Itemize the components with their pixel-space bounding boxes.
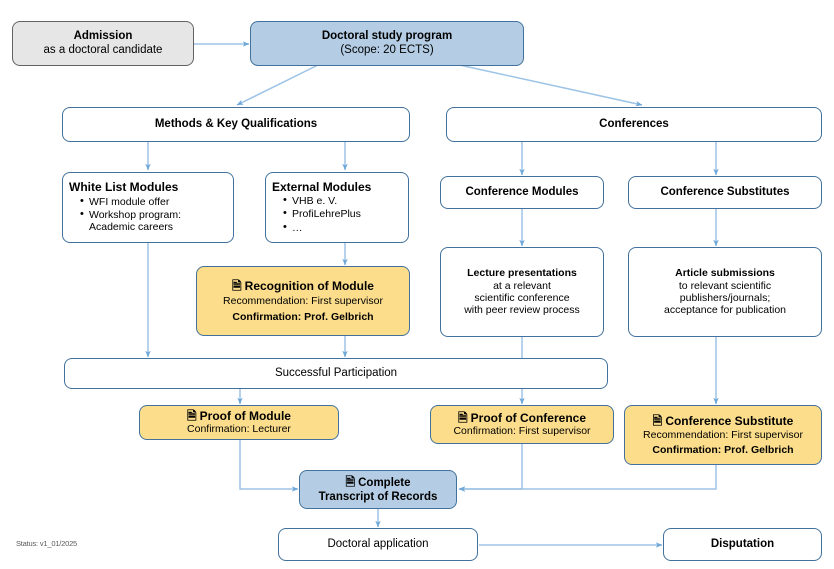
- list-item: …: [283, 221, 361, 235]
- proof-conference-confirmation: Confirmation: First supervisor: [453, 425, 591, 438]
- node-conference-substitute[interactable]: 🗎Conference Substitute Recommendation: F…: [624, 405, 822, 465]
- proof-conference-heading: 🗎Proof of Conference: [458, 411, 586, 425]
- node-doctoral-application[interactable]: Doctoral application: [278, 528, 478, 561]
- external-modules-bullets: VHB e. V. ProfiLehrePlus …: [272, 194, 361, 235]
- recognition-heading: 🗎Recognition of Module: [232, 279, 374, 293]
- admission-title: Admission: [73, 29, 133, 42]
- transcript-subtitle: Transcript of Records: [318, 490, 438, 503]
- wire-proofconf-to-transcript: [458, 444, 523, 492]
- wire-program-to-conferences: [454, 63, 643, 107]
- document-icon: 🗎: [187, 409, 197, 424]
- node-successful-participation[interactable]: Successful Participation: [64, 358, 608, 389]
- article-line-1: to relevant scientific: [678, 279, 772, 292]
- white-list-title: White List Modules: [69, 180, 179, 195]
- doctoral-application-title: Doctoral application: [327, 537, 429, 550]
- node-proof-of-conference[interactable]: 🗎Proof of Conference Confirmation: First…: [430, 405, 614, 444]
- recognition-confirmation: Confirmation: Prof. Gelbrich: [232, 311, 374, 324]
- document-icon: 🗎: [458, 411, 468, 426]
- doctoral-program-subtitle: (Scope: 20 ECTS): [340, 43, 434, 56]
- node-admission[interactable]: Admission as a doctoral candidate: [12, 21, 194, 66]
- disputation-title: Disputation: [710, 537, 775, 550]
- lecture-title: Lecture presentations: [467, 267, 577, 280]
- transcript-title: Complete: [358, 476, 411, 489]
- node-conference-substitutes[interactable]: Conference Substitutes: [628, 176, 822, 209]
- external-modules-title: External Modules: [272, 179, 372, 194]
- wire-confsub-to-transcript: [458, 464, 717, 492]
- proof-module-title: Proof of Module: [199, 409, 291, 424]
- methods-title: Methods & Key Qualifications: [154, 117, 318, 130]
- wire-proofmodule-to-transcript: [239, 440, 299, 492]
- lecture-line-1: at a relevant: [493, 279, 551, 292]
- document-icon: 🗎: [232, 278, 242, 293]
- node-white-list-modules[interactable]: White List Modules WFI module offer Work…: [62, 172, 234, 243]
- recognition-title: Recognition of Module: [244, 278, 374, 293]
- node-recognition-of-module[interactable]: 🗎Recognition of Module Recommendation: F…: [196, 266, 410, 336]
- lecture-line-3: with peer review process: [464, 304, 580, 317]
- node-conferences[interactable]: Conferences: [446, 107, 822, 142]
- node-article-submissions[interactable]: Article submissions to relevant scientif…: [628, 247, 822, 337]
- node-complete-transcript[interactable]: 🗎Complete Transcript of Records: [299, 470, 457, 509]
- document-icon: 🗎: [345, 474, 356, 489]
- conferences-title: Conferences: [599, 117, 669, 130]
- node-conference-modules[interactable]: Conference Modules: [440, 176, 604, 209]
- recognition-recommendation: Recommendation: First supervisor: [223, 294, 383, 307]
- lecture-line-2: scientific conference: [474, 292, 570, 304]
- node-lecture-presentations[interactable]: Lecture presentations at a relevant scie…: [440, 247, 604, 337]
- node-doctoral-study-program[interactable]: Doctoral study program (Scope: 20 ECTS): [250, 21, 524, 66]
- conference-modules-title: Conference Modules: [465, 185, 579, 198]
- transcript-heading: 🗎Complete: [345, 475, 410, 491]
- list-item: Workshop program: Academic careers: [80, 208, 181, 234]
- node-methods-key-qualifications[interactable]: Methods & Key Qualifications: [62, 107, 410, 142]
- doctoral-program-title: Doctoral study program: [321, 29, 453, 42]
- conference-substitute-recommendation: Recommendation: First supervisor: [643, 428, 803, 441]
- proof-module-confirmation: Confirmation: Lecturer: [187, 423, 291, 436]
- proof-conference-title: Proof of Conference: [470, 411, 586, 426]
- white-list-bullets: WFI module offer Workshop program: Acade…: [69, 194, 181, 235]
- conference-substitutes-title: Conference Substitutes: [660, 185, 790, 198]
- wire-program-to-methods: [236, 63, 321, 106]
- node-external-modules[interactable]: External Modules VHB e. V. ProfiLehrePlu…: [265, 172, 409, 243]
- status-note: Status: v1_01/2025: [16, 539, 78, 548]
- node-disputation[interactable]: Disputation: [663, 528, 822, 561]
- article-title: Article submissions: [675, 267, 775, 280]
- node-proof-of-module[interactable]: 🗎Proof of Module Confirmation: Lecturer: [139, 405, 339, 440]
- list-item: ProfiLehrePlus: [283, 207, 361, 221]
- article-line-2: publishers/journals;: [679, 292, 771, 304]
- conference-substitute-heading: 🗎Conference Substitute: [653, 414, 794, 428]
- list-item: WFI module offer: [80, 194, 181, 208]
- proof-module-heading: 🗎Proof of Module: [187, 409, 291, 423]
- document-icon: 🗎: [652, 413, 663, 428]
- conference-substitute-title: Conference Substitute: [665, 413, 794, 428]
- list-item: VHB e. V.: [283, 194, 361, 208]
- article-line-3: acceptance for publication: [664, 304, 786, 317]
- admission-subtitle: as a doctoral candidate: [43, 43, 163, 56]
- conference-substitute-confirmation: Confirmation: Prof. Gelbrich: [652, 444, 794, 457]
- successful-participation-title: Successful Participation: [274, 366, 398, 379]
